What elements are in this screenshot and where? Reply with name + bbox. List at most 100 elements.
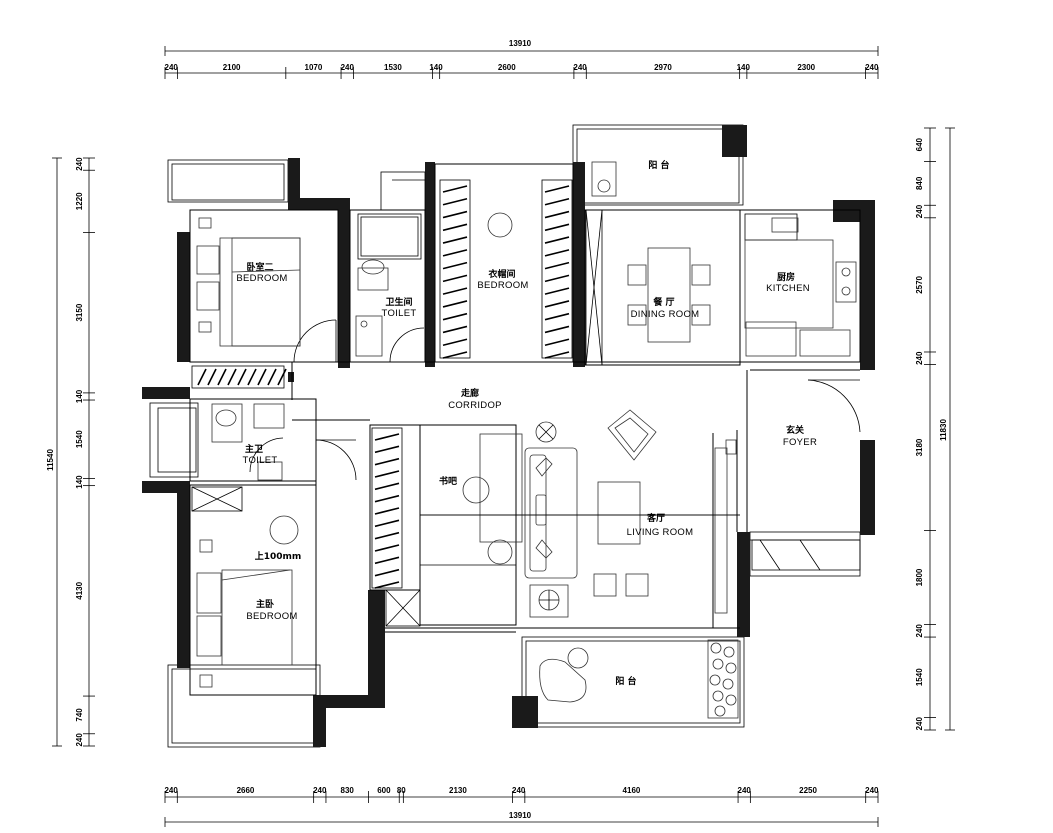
foyer-label-cn: 玄关 — [786, 424, 804, 436]
wardrobe-hatch — [544, 300, 570, 308]
left-dim-label: 4130 — [75, 581, 84, 599]
bedroom2-label-en: BEDROOM — [236, 273, 287, 284]
left-dim-label: 740 — [75, 708, 84, 722]
top-dim-label: 1070 — [305, 63, 323, 72]
wardrobe-hatch — [544, 236, 570, 244]
planter-pebble — [712, 690, 724, 702]
toilet-label-en: TOILET — [382, 308, 417, 319]
wardrobe-hatch — [442, 210, 468, 219]
top-dim-label: 1530 — [384, 63, 402, 72]
wardrobe-hatch — [257, 368, 267, 386]
balcony-top-label: 阳 台 — [648, 159, 669, 171]
bottom-dim-label: 2130 — [449, 786, 467, 795]
top-dim-label: 2600 — [498, 63, 516, 72]
top-dim-label: 240 — [573, 63, 587, 72]
wardrobe-hatch — [247, 368, 257, 386]
foyer-label-en: FOYER — [783, 437, 817, 448]
bottom-dim-label: 600 — [377, 786, 391, 795]
wardrobe-hatch — [374, 470, 400, 478]
interior-lines — [149, 163, 861, 696]
planter-pebble — [714, 705, 726, 717]
left-dim-label: 240 — [75, 733, 84, 747]
bottom-dim-label: 4160 — [623, 786, 641, 795]
wardrobe-hatch — [544, 325, 570, 334]
wardrobe-hatch — [374, 433, 400, 441]
wardrobe-hatch — [544, 287, 570, 295]
living-label-cn: 客厅 — [646, 512, 665, 524]
right-dim-label: 240 — [915, 624, 924, 638]
right-dim-label: 2570 — [915, 275, 924, 293]
top-dim-label: 140 — [737, 63, 751, 72]
left-dim-label: 140 — [75, 389, 84, 403]
balcony-rails — [167, 124, 861, 748]
planter-pebble — [712, 658, 724, 670]
bottom-dim-label: 240 — [164, 786, 178, 795]
wardrobes — [191, 179, 861, 627]
kitchen-label-en: KITCHEN — [766, 283, 810, 294]
wardrobe-hatch — [442, 287, 468, 295]
bottom-dim-label: 240 — [865, 786, 879, 795]
bottom-total-dim: 13910 — [509, 811, 532, 820]
right-dim-label: 1800 — [915, 568, 924, 586]
balcony-bottom-label: 阳 台 — [615, 675, 636, 687]
top-dim-label: 2100 — [223, 63, 241, 72]
wardrobe-hatch — [207, 368, 217, 386]
wardrobe-hatch — [544, 185, 570, 193]
wardrobe-hatch — [374, 482, 400, 491]
study-label: 书吧 — [439, 475, 457, 487]
wardrobe-hatch — [442, 300, 468, 308]
dining-label-en: DINING ROOM — [631, 309, 700, 320]
master-label-en: BEDROOM — [246, 611, 297, 622]
master-toilet-label-en: TOILET — [243, 455, 278, 466]
planter-pebble — [725, 662, 737, 674]
wardrobe-hatch — [267, 368, 277, 386]
wardrobe-hatch — [544, 312, 570, 321]
wardrobe-hatch — [374, 494, 400, 503]
wardrobe-hatch — [374, 457, 400, 466]
wardrobe-hatch — [277, 368, 287, 386]
top-dim-label: 140 — [429, 63, 443, 72]
bottom-dim-label: 2660 — [237, 786, 255, 795]
wardrobe-hatch — [374, 544, 400, 552]
wardrobe-hatch — [442, 185, 468, 193]
living-label-en: LIVING ROOM — [627, 527, 694, 538]
wardrobe-hatch — [374, 581, 400, 589]
left-dim-label: 240 — [75, 157, 84, 171]
walls — [142, 125, 875, 747]
left-total-dim: 11540 — [46, 449, 55, 471]
top-dim-label: 2300 — [797, 63, 815, 72]
furniture — [196, 161, 857, 719]
wardrobe-hatch — [544, 249, 570, 257]
wardrobe-hatch — [374, 507, 400, 515]
toilet-label-cn: 卫生间 — [385, 296, 412, 308]
wardrobe-hatch — [227, 368, 237, 386]
planter-pebble — [710, 642, 722, 654]
wardrobe-hatch — [544, 351, 570, 359]
wardrobe-hatch — [442, 223, 468, 232]
wardrobe-hatch — [374, 556, 400, 565]
wardrobe-hatch — [374, 531, 400, 540]
wardrobe-hatch — [217, 368, 227, 386]
bottom-dim-label: 2250 — [799, 786, 817, 795]
dining-label-cn: 餐 厅 — [652, 296, 674, 308]
master-toilet-label-cn: 主卫 — [245, 443, 263, 455]
left-dim-label: 1220 — [75, 192, 84, 210]
left-dim-label: 140 — [75, 475, 84, 489]
wardrobe-hatch — [374, 568, 400, 577]
wardrobe-hatch — [442, 325, 468, 334]
wardrobe-hatch — [442, 338, 468, 347]
right-dim-label: 240 — [915, 717, 924, 731]
top-dim-label: 240 — [865, 63, 879, 72]
wardrobe-hatch — [544, 223, 570, 232]
doors — [249, 319, 861, 481]
left-dim-label: 1540 — [75, 430, 84, 448]
room-labels: 卧室二 BEDROOM 卫生间 TOILET 衣帽间 BEDROOM 餐 厅 D… — [236, 159, 817, 687]
planter-pebble — [725, 694, 737, 706]
planter-pebble — [722, 678, 734, 690]
top-dim-label: 240 — [165, 63, 179, 72]
kitchen-label-cn: 厨房 — [777, 271, 795, 283]
